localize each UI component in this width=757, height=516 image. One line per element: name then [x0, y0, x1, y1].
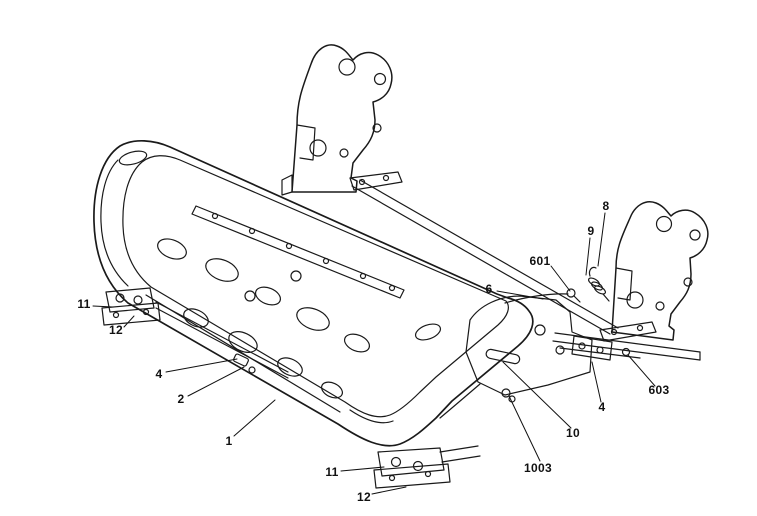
recliner-bracket-left [281, 44, 403, 196]
left-foot-bracket [101, 287, 289, 379]
callout-603: 603 [648, 383, 670, 397]
right-track-assembly [465, 266, 701, 396]
callout-4-left: 4 [155, 367, 163, 381]
callout-12-bottom: 12 [357, 490, 371, 504]
callout-601: 601 [529, 254, 551, 268]
callout-6: 6 [485, 282, 493, 296]
back-cross-rail [351, 179, 619, 335]
leader-lines [92, 212, 656, 495]
recliner-bracket-right [599, 201, 709, 342]
callout-11-left: 11 [77, 297, 91, 311]
seat-pan [93, 140, 534, 447]
callout-2: 2 [177, 392, 185, 406]
callout-9: 9 [587, 224, 595, 238]
front-foot-bracket [373, 445, 481, 489]
callout-8: 8 [602, 199, 610, 213]
callout-11-bottom: 11 [325, 465, 339, 479]
callout-1: 1 [225, 434, 233, 448]
callout-4-right: 4 [598, 400, 606, 414]
callout-10: 10 [566, 426, 580, 440]
callout-1003: 1003 [524, 461, 552, 475]
callout-12-left: 12 [109, 323, 123, 337]
